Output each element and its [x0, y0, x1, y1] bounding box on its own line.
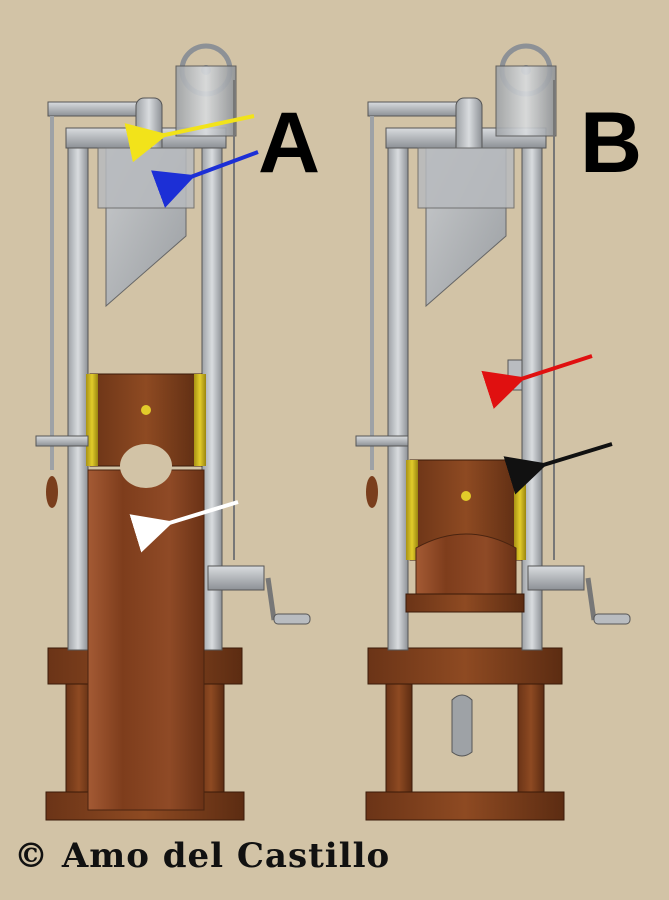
brass-plate-right: [514, 460, 526, 560]
brass-plate-right: [194, 374, 206, 466]
crank-arm: [585, 577, 597, 621]
blade-weight: [417, 147, 515, 209]
crank-arm: [265, 577, 277, 621]
arrow-black: [503, 442, 613, 495]
copyright-signature: © Amo del Castillo: [14, 836, 391, 876]
base-foot: [365, 791, 565, 821]
panel-label-a: A: [258, 95, 321, 191]
brass-knob: [461, 491, 471, 501]
arrow-red: [481, 354, 593, 409]
base-top-beam: [367, 647, 563, 685]
left-upright: [67, 129, 89, 651]
bascule-plank: [87, 469, 205, 811]
basket: [451, 694, 473, 757]
lever-handle: [46, 476, 58, 508]
pulley-housing: [495, 65, 557, 137]
stop-block: [507, 359, 523, 391]
arrow-blue: [151, 150, 259, 208]
winch-drum: [527, 565, 585, 591]
guillotine-a: [35, 43, 311, 821]
neck-hole: [120, 444, 172, 488]
blade-weight: [97, 147, 195, 209]
left-upright: [387, 129, 409, 651]
brass-plate-left: [406, 460, 418, 560]
brass-plate-left: [86, 374, 98, 466]
lever-handle: [366, 476, 378, 508]
base-left-leg: [385, 683, 413, 793]
bascule-tilted: [415, 533, 517, 601]
lever-bracket: [355, 435, 409, 447]
guillotine-b: [355, 43, 631, 821]
arrow-yellow: [124, 114, 255, 163]
winch-drum: [207, 565, 265, 591]
arrow-white: [129, 500, 239, 553]
base-right-leg: [517, 683, 545, 793]
crank-handle: [273, 613, 311, 625]
panel-label-b: B: [580, 95, 643, 191]
lever-bracket: [35, 435, 89, 447]
bascule-support: [405, 593, 525, 613]
brass-knob: [141, 405, 151, 415]
crank-handle: [593, 613, 631, 625]
